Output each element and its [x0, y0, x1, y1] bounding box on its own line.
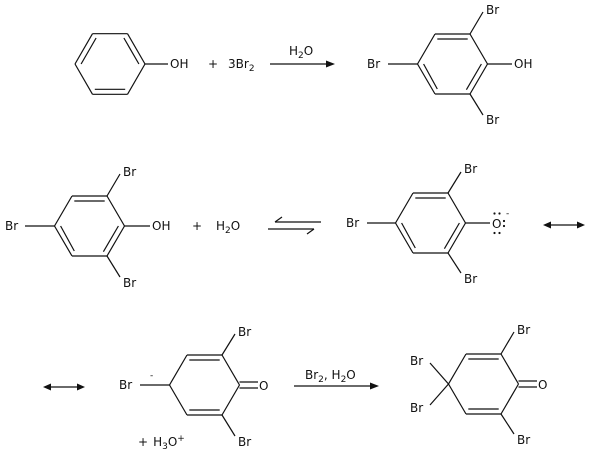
oh-label: OH — [152, 219, 170, 233]
plus-sign-2: + — [192, 219, 202, 233]
br-label: Br — [238, 435, 251, 449]
br-label: Br — [517, 323, 530, 337]
carbonyl-oxygen: O — [538, 378, 547, 392]
br-label: Br — [410, 354, 423, 368]
tribromophenol-reactant: Br Br Br OH — [5, 165, 170, 290]
oh-label: OH — [514, 57, 532, 71]
tetrabromocyclohexadienone: Br Br Br Br O — [410, 323, 547, 447]
resonance-arrow-1 — [543, 221, 585, 229]
arrow-1-label: H2O — [289, 44, 313, 61]
phenoxide-ring — [394, 192, 467, 254]
plus-sign-1: + — [208, 57, 218, 71]
br-label: Br — [367, 57, 380, 71]
br-label: Br — [464, 162, 477, 176]
reaction-arrow-2: Br2, H2O — [294, 368, 379, 390]
negative-charge: - — [506, 209, 509, 219]
phenoxide-molecule: Br Br Br O - — [346, 162, 509, 286]
tribromophenol-product-1: Br Br Br OH — [367, 3, 532, 127]
br-label: Br — [346, 216, 359, 230]
br-label: Br — [123, 276, 136, 290]
phenol-oh-label: OH — [170, 57, 188, 71]
reaction-arrow-1: H2O — [270, 44, 335, 68]
br-label: Br — [238, 325, 251, 339]
br-label: Br — [517, 433, 530, 447]
oxygen-label: O — [492, 217, 501, 231]
tribromophenol-ring — [416, 33, 489, 95]
carbonyl-oxygen: O — [259, 379, 268, 393]
arrow-2-label: Br2, H2O — [305, 368, 356, 385]
resonance-arrow-2 — [43, 383, 85, 391]
carbanion-charge: - — [150, 371, 153, 381]
br-label: Br — [5, 219, 18, 233]
phenol-molecule: OH — [74, 33, 188, 95]
br-label: Br — [464, 272, 477, 286]
br-label: Br — [486, 3, 499, 17]
phenol-ring — [74, 33, 146, 95]
bromine-reagent: 3Br2 — [228, 57, 255, 74]
br-label: Br — [410, 401, 423, 415]
tribromophenol-ring — [53, 195, 126, 257]
quinoid-anion: Br Br Br O - — [119, 325, 268, 449]
lone-pair-dots — [493, 212, 506, 235]
hydronium-label: +H3O+ — [138, 434, 185, 452]
br-label: Br — [486, 113, 499, 127]
equilibrium-arrow — [268, 216, 321, 235]
br-label: Br — [123, 165, 136, 179]
br-label: Br — [119, 378, 132, 392]
water-label: H2O — [216, 219, 240, 236]
